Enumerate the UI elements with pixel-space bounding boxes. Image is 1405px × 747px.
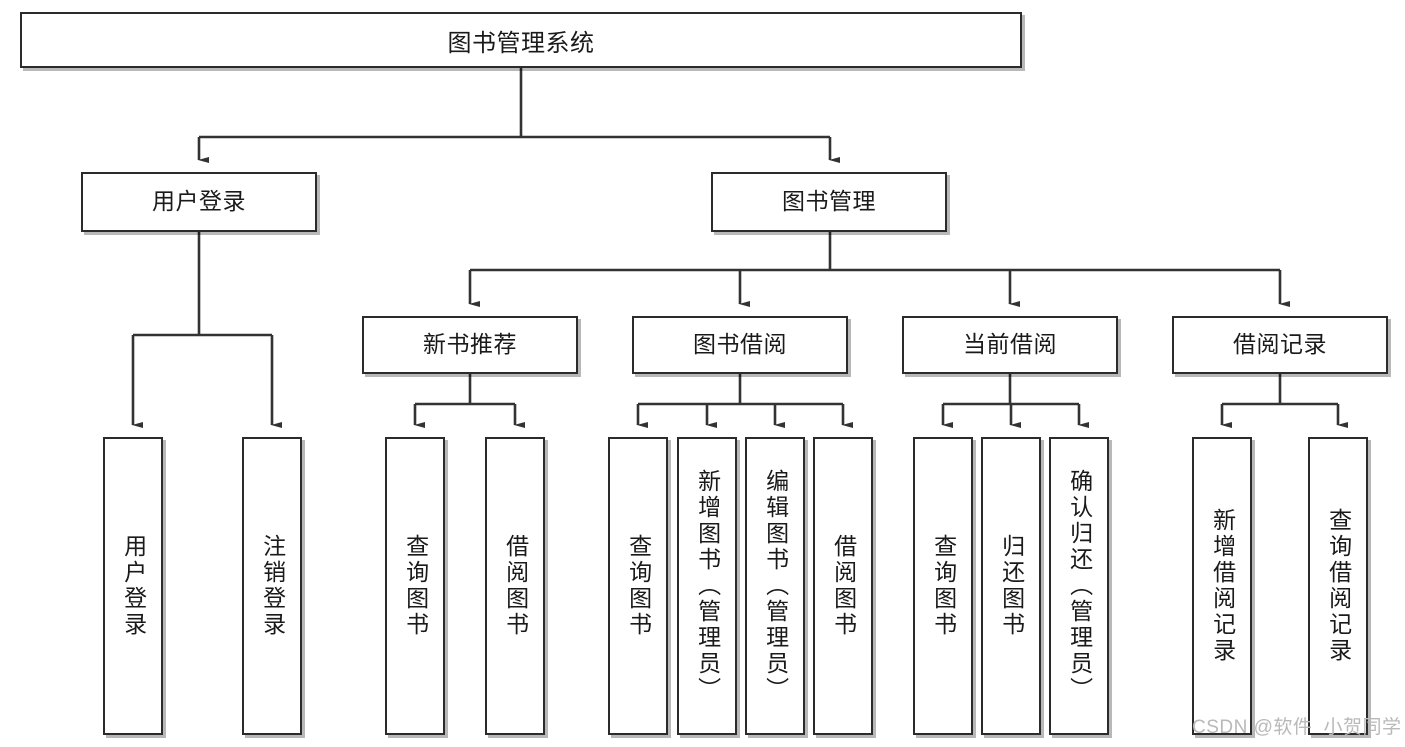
node-leaf-user-login[interactable]: 用户登录 (103, 437, 163, 735)
node-current-borrow[interactable]: 当前借阅 (902, 316, 1118, 374)
node-leaf-logout-label: 注销登录 (259, 534, 286, 638)
node-borrow-record-label: 借阅记录 (1233, 331, 1327, 358)
node-user-login[interactable]: 用户登录 (81, 172, 317, 232)
node-leaf-edit-book[interactable]: 编辑图书（管理员） (745, 437, 805, 735)
node-leaf-query-book-current-label: 查询图书 (930, 534, 957, 638)
node-leaf-borrow-book-rec-label: 借阅图书 (502, 534, 529, 638)
node-leaf-query-record[interactable]: 查询借阅记录 (1308, 437, 1368, 735)
node-leaf-borrow-book-rec[interactable]: 借阅图书 (485, 437, 545, 735)
node-new-book-recommend-label: 新书推荐 (423, 331, 517, 358)
node-leaf-add-book[interactable]: 新增图书（管理员） (677, 437, 737, 735)
node-leaf-query-book-borrow[interactable]: 查询图书 (608, 437, 668, 735)
node-leaf-logout[interactable]: 注销登录 (242, 437, 302, 735)
node-leaf-add-record-label: 新增借阅记录 (1209, 508, 1236, 664)
node-leaf-query-record-label: 查询借阅记录 (1325, 508, 1352, 664)
node-leaf-add-book-label: 新增图书（管理员） (694, 469, 721, 703)
node-book-manage-label: 图书管理 (782, 188, 876, 215)
node-leaf-add-record[interactable]: 新增借阅记录 (1192, 437, 1252, 735)
node-root-label: 图书管理系统 (447, 29, 595, 57)
node-leaf-return-book[interactable]: 归还图书 (981, 437, 1041, 735)
node-leaf-confirm-return[interactable]: 确认归还（管理员） (1049, 437, 1109, 735)
node-leaf-query-book-current[interactable]: 查询图书 (913, 437, 973, 735)
node-leaf-user-login-label: 用户登录 (120, 534, 147, 638)
node-leaf-return-book-label: 归还图书 (998, 534, 1025, 638)
node-leaf-borrow-book-label: 借阅图书 (830, 534, 857, 638)
node-leaf-borrow-book[interactable]: 借阅图书 (813, 437, 873, 735)
node-book-borrow-label: 图书借阅 (693, 331, 787, 358)
csdn-watermark: CSDN @软件_小贺同学 (1192, 717, 1402, 738)
node-leaf-edit-book-label: 编辑图书（管理员） (762, 469, 789, 703)
node-root[interactable]: 图书管理系统 (20, 12, 1022, 68)
node-new-book-recommend[interactable]: 新书推荐 (362, 316, 578, 374)
node-leaf-query-book-rec-label: 查询图书 (402, 534, 429, 638)
node-leaf-query-book-borrow-label: 查询图书 (625, 534, 652, 638)
node-leaf-confirm-return-label: 确认归还（管理员） (1066, 469, 1093, 703)
node-user-login-label: 用户登录 (152, 188, 246, 215)
node-book-manage[interactable]: 图书管理 (711, 172, 947, 232)
node-leaf-query-book-rec[interactable]: 查询图书 (385, 437, 445, 735)
node-book-borrow[interactable]: 图书借阅 (632, 316, 848, 374)
node-borrow-record[interactable]: 借阅记录 (1172, 316, 1388, 374)
node-current-borrow-label: 当前借阅 (963, 331, 1057, 358)
